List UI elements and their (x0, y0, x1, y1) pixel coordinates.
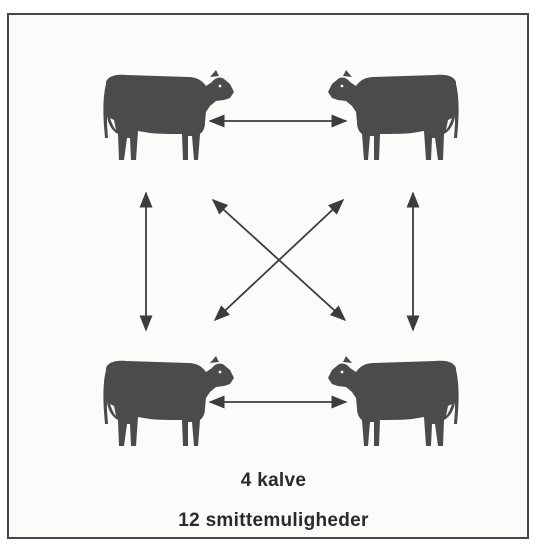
calf-bottom-left (103, 356, 235, 446)
calf-top-left (103, 70, 235, 160)
caption-infection-possibilities: 12 smittemuligheder (178, 510, 369, 531)
calf-top-right (328, 70, 459, 160)
arrow-diagonal-down-left (213, 198, 345, 322)
caption-calf-count: 4 kalve (240, 470, 307, 491)
calf-bottom-right (328, 356, 459, 446)
